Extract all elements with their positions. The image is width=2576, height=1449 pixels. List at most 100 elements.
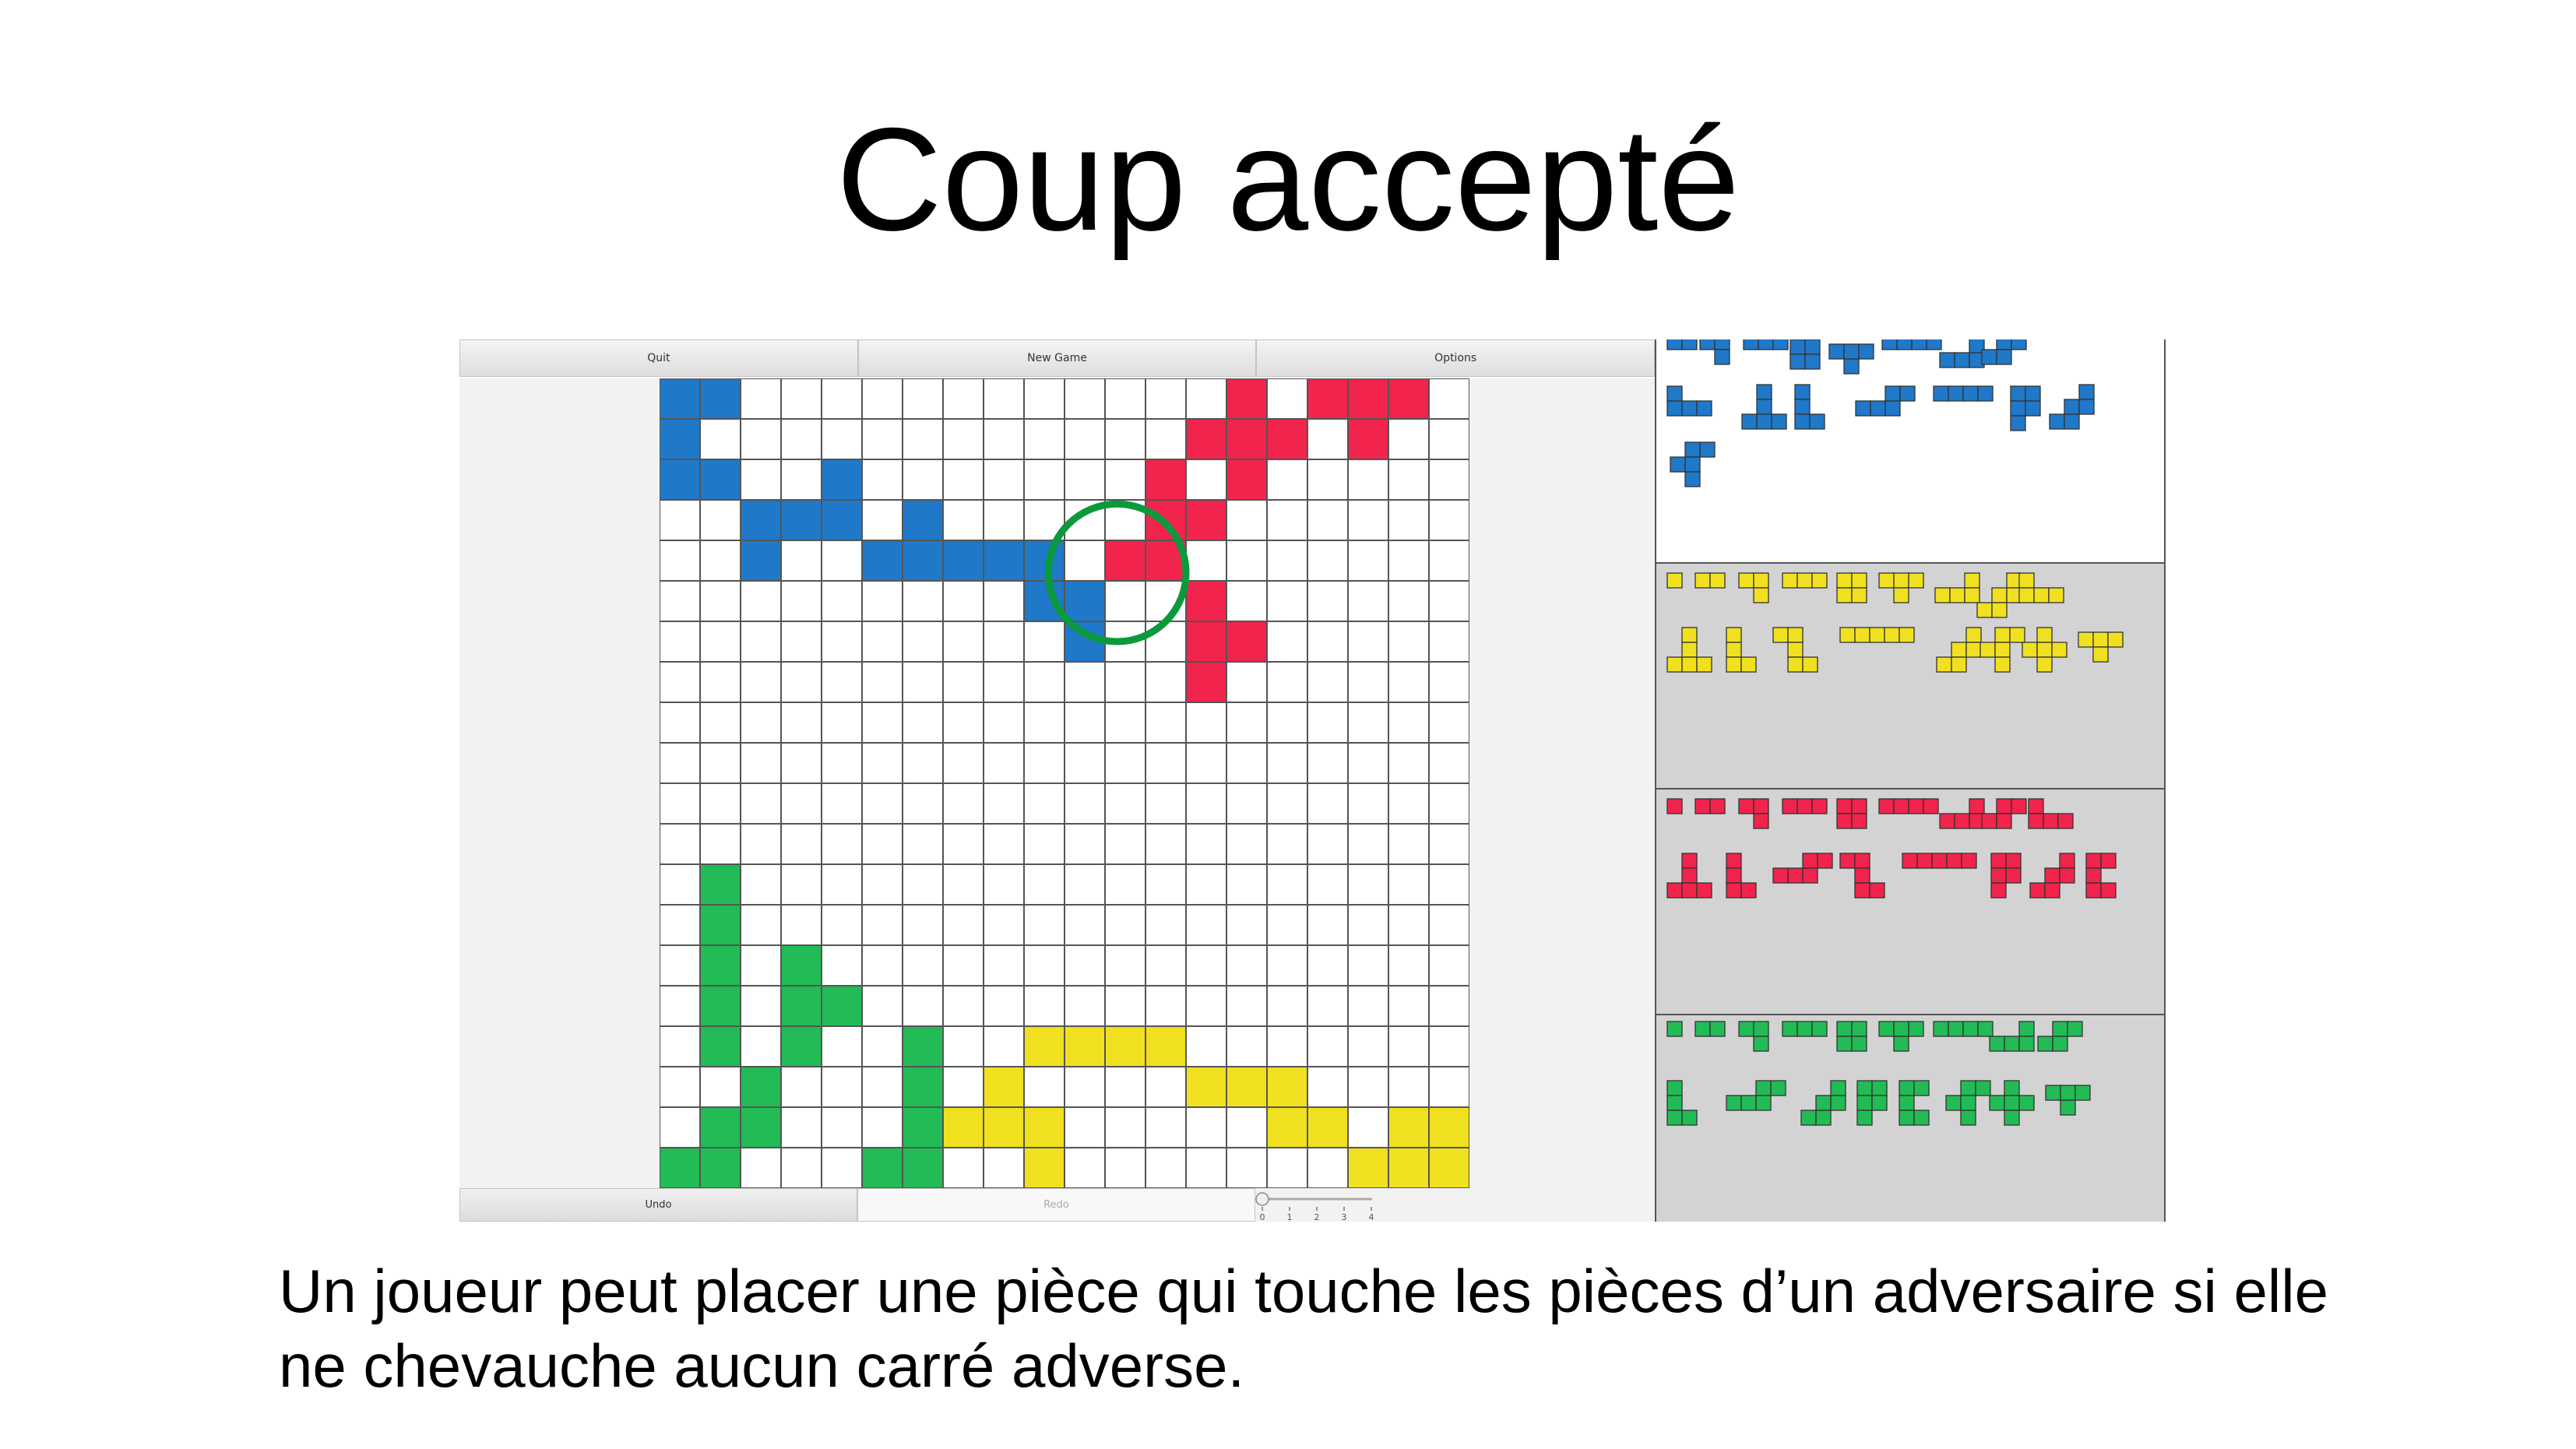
- red-piece-tray: [1656, 790, 2164, 1015]
- red-tray-piece[interactable]: [1878, 798, 1939, 814]
- blue-tray-piece[interactable]: [2010, 385, 2041, 431]
- blue-tray-piece[interactable]: [1743, 339, 1789, 350]
- blue-tray-piece[interactable]: [1741, 384, 1787, 430]
- red-tray-piece[interactable]: [1666, 798, 1683, 814]
- green-tray-piece[interactable]: [1782, 1021, 1828, 1037]
- yellow-pieces[interactable]: [1656, 564, 2164, 788]
- yellow-tray-piece[interactable]: [1878, 572, 1924, 603]
- yellow-board-square: [984, 1067, 1024, 1107]
- red-tray-piece[interactable]: [1726, 853, 1757, 899]
- undo-button[interactable]: Undo: [459, 1188, 857, 1222]
- green-tray-piece[interactable]: [1856, 1080, 1888, 1126]
- green-tray-piece[interactable]: [1726, 1080, 1786, 1111]
- blue-tray-piece[interactable]: [1855, 385, 1916, 417]
- yellow-tray-piece[interactable]: [1738, 572, 1769, 603]
- toolbar: Quit New Game Options: [459, 339, 1656, 378]
- blue-tray-piece[interactable]: [1881, 339, 1942, 350]
- blue-tray-piece[interactable]: [1699, 339, 1730, 365]
- red-pieces[interactable]: [1656, 790, 2164, 1014]
- red-board-square: [1307, 378, 1348, 419]
- green-tray-piece[interactable]: [1878, 1021, 1924, 1052]
- green-tray-piece[interactable]: [2037, 1021, 2083, 1052]
- yellow-tray-piece[interactable]: [1839, 627, 1915, 643]
- green-tray-piece[interactable]: [1836, 1021, 1867, 1052]
- blue-piece-tray: [1656, 339, 2164, 564]
- blue-tray-piece[interactable]: [1933, 385, 1994, 402]
- red-tray-piece[interactable]: [1836, 798, 1867, 829]
- blue-tray-piece[interactable]: [1670, 441, 1716, 487]
- green-tray-piece[interactable]: [1666, 1021, 1683, 1037]
- green-pieces[interactable]: [1656, 1015, 2164, 1222]
- green-board-square: [700, 905, 741, 945]
- blue-tray-piece[interactable]: [1666, 385, 1712, 417]
- red-tray-piece[interactable]: [1738, 798, 1769, 829]
- green-tray-piece[interactable]: [1899, 1080, 1930, 1126]
- quit-button[interactable]: Quit: [459, 339, 858, 377]
- red-board-square: [1145, 459, 1186, 500]
- yellow-tray-piece[interactable]: [1936, 627, 1982, 673]
- red-tray-piece[interactable]: [1772, 853, 1833, 884]
- green-tray-piece[interactable]: [1694, 1021, 1726, 1037]
- yellow-tray-piece[interactable]: [2078, 631, 2124, 663]
- red-tray-piece[interactable]: [2029, 853, 2075, 899]
- green-tray-piece[interactable]: [1800, 1080, 1846, 1126]
- green-board-square: [903, 1067, 943, 1107]
- yellow-board-square: [1388, 1148, 1429, 1188]
- red-board-square: [1388, 378, 1429, 419]
- red-board-square: [1186, 621, 1226, 662]
- blue-board-square: [1065, 581, 1105, 621]
- red-tray-piece[interactable]: [1902, 853, 1977, 869]
- yellow-board-square: [1307, 1107, 1348, 1148]
- green-tray-piece[interactable]: [2045, 1085, 2091, 1116]
- blue-tray-piece[interactable]: [1794, 384, 1825, 430]
- blue-tray-piece[interactable]: [2049, 384, 2095, 430]
- redo-button[interactable]: Redo: [857, 1188, 1255, 1222]
- green-tray-piece[interactable]: [1738, 1021, 1769, 1052]
- green-tray-piece[interactable]: [1989, 1080, 2035, 1126]
- yellow-tray-piece[interactable]: [2018, 572, 2064, 603]
- yellow-tray-piece[interactable]: [1976, 572, 2022, 618]
- blue-tray-piece[interactable]: [1981, 339, 2027, 365]
- yellow-tray-piece[interactable]: [1980, 627, 2025, 673]
- blue-pieces[interactable]: [1656, 339, 2164, 562]
- game-board[interactable]: [660, 378, 1469, 1188]
- blue-tray-piece[interactable]: [1939, 339, 1985, 368]
- blue-tray-piece[interactable]: [1828, 343, 1874, 375]
- red-tray-piece[interactable]: [2028, 798, 2074, 829]
- green-tray-piece[interactable]: [1933, 1021, 1994, 1037]
- caption-line-1: Un joueur peut placer une pièce qui touc…: [279, 1257, 2328, 1325]
- yellow-board-square: [1429, 1148, 1469, 1188]
- yellow-tray-piece[interactable]: [1694, 572, 1726, 589]
- green-piece-tray: [1656, 1015, 2164, 1222]
- blue-tray-piece[interactable]: [1789, 339, 1821, 370]
- slide-caption: Un joueur peut placer une pièce qui touc…: [279, 1254, 2553, 1403]
- yellow-tray-piece[interactable]: [1666, 627, 1712, 673]
- red-board-square: [1348, 378, 1388, 419]
- red-tray-piece[interactable]: [1839, 853, 1885, 899]
- new-game-button[interactable]: New Game: [857, 339, 1257, 377]
- red-tray-piece[interactable]: [1990, 853, 2022, 899]
- yellow-tray-piece[interactable]: [1782, 572, 1828, 589]
- red-tray-piece[interactable]: [1694, 798, 1726, 814]
- slider-handle[interactable]: [1255, 1192, 1269, 1206]
- red-tray-piece[interactable]: [1939, 798, 1985, 829]
- yellow-tray-piece[interactable]: [1772, 627, 1818, 673]
- green-tray-piece[interactable]: [1666, 1080, 1698, 1126]
- red-board-square: [1348, 419, 1388, 459]
- red-tray-piece[interactable]: [1782, 798, 1828, 814]
- yellow-tray-piece[interactable]: [1836, 572, 1867, 603]
- yellow-tray-piece[interactable]: [1666, 572, 1683, 589]
- red-tray-piece[interactable]: [1981, 798, 2027, 829]
- red-board-square: [1226, 459, 1267, 500]
- green-tray-piece[interactable]: [1989, 1021, 2035, 1052]
- red-tray-piece[interactable]: [1666, 853, 1712, 899]
- options-button[interactable]: Options: [1256, 339, 1656, 377]
- blue-tray-piece[interactable]: [1666, 339, 1698, 350]
- red-tray-piece[interactable]: [2085, 853, 2117, 899]
- yellow-tray-piece[interactable]: [1726, 627, 1757, 673]
- yellow-tray-piece[interactable]: [1934, 572, 1980, 603]
- yellow-tray-piece[interactable]: [2022, 627, 2067, 673]
- green-tray-piece[interactable]: [1945, 1080, 1991, 1126]
